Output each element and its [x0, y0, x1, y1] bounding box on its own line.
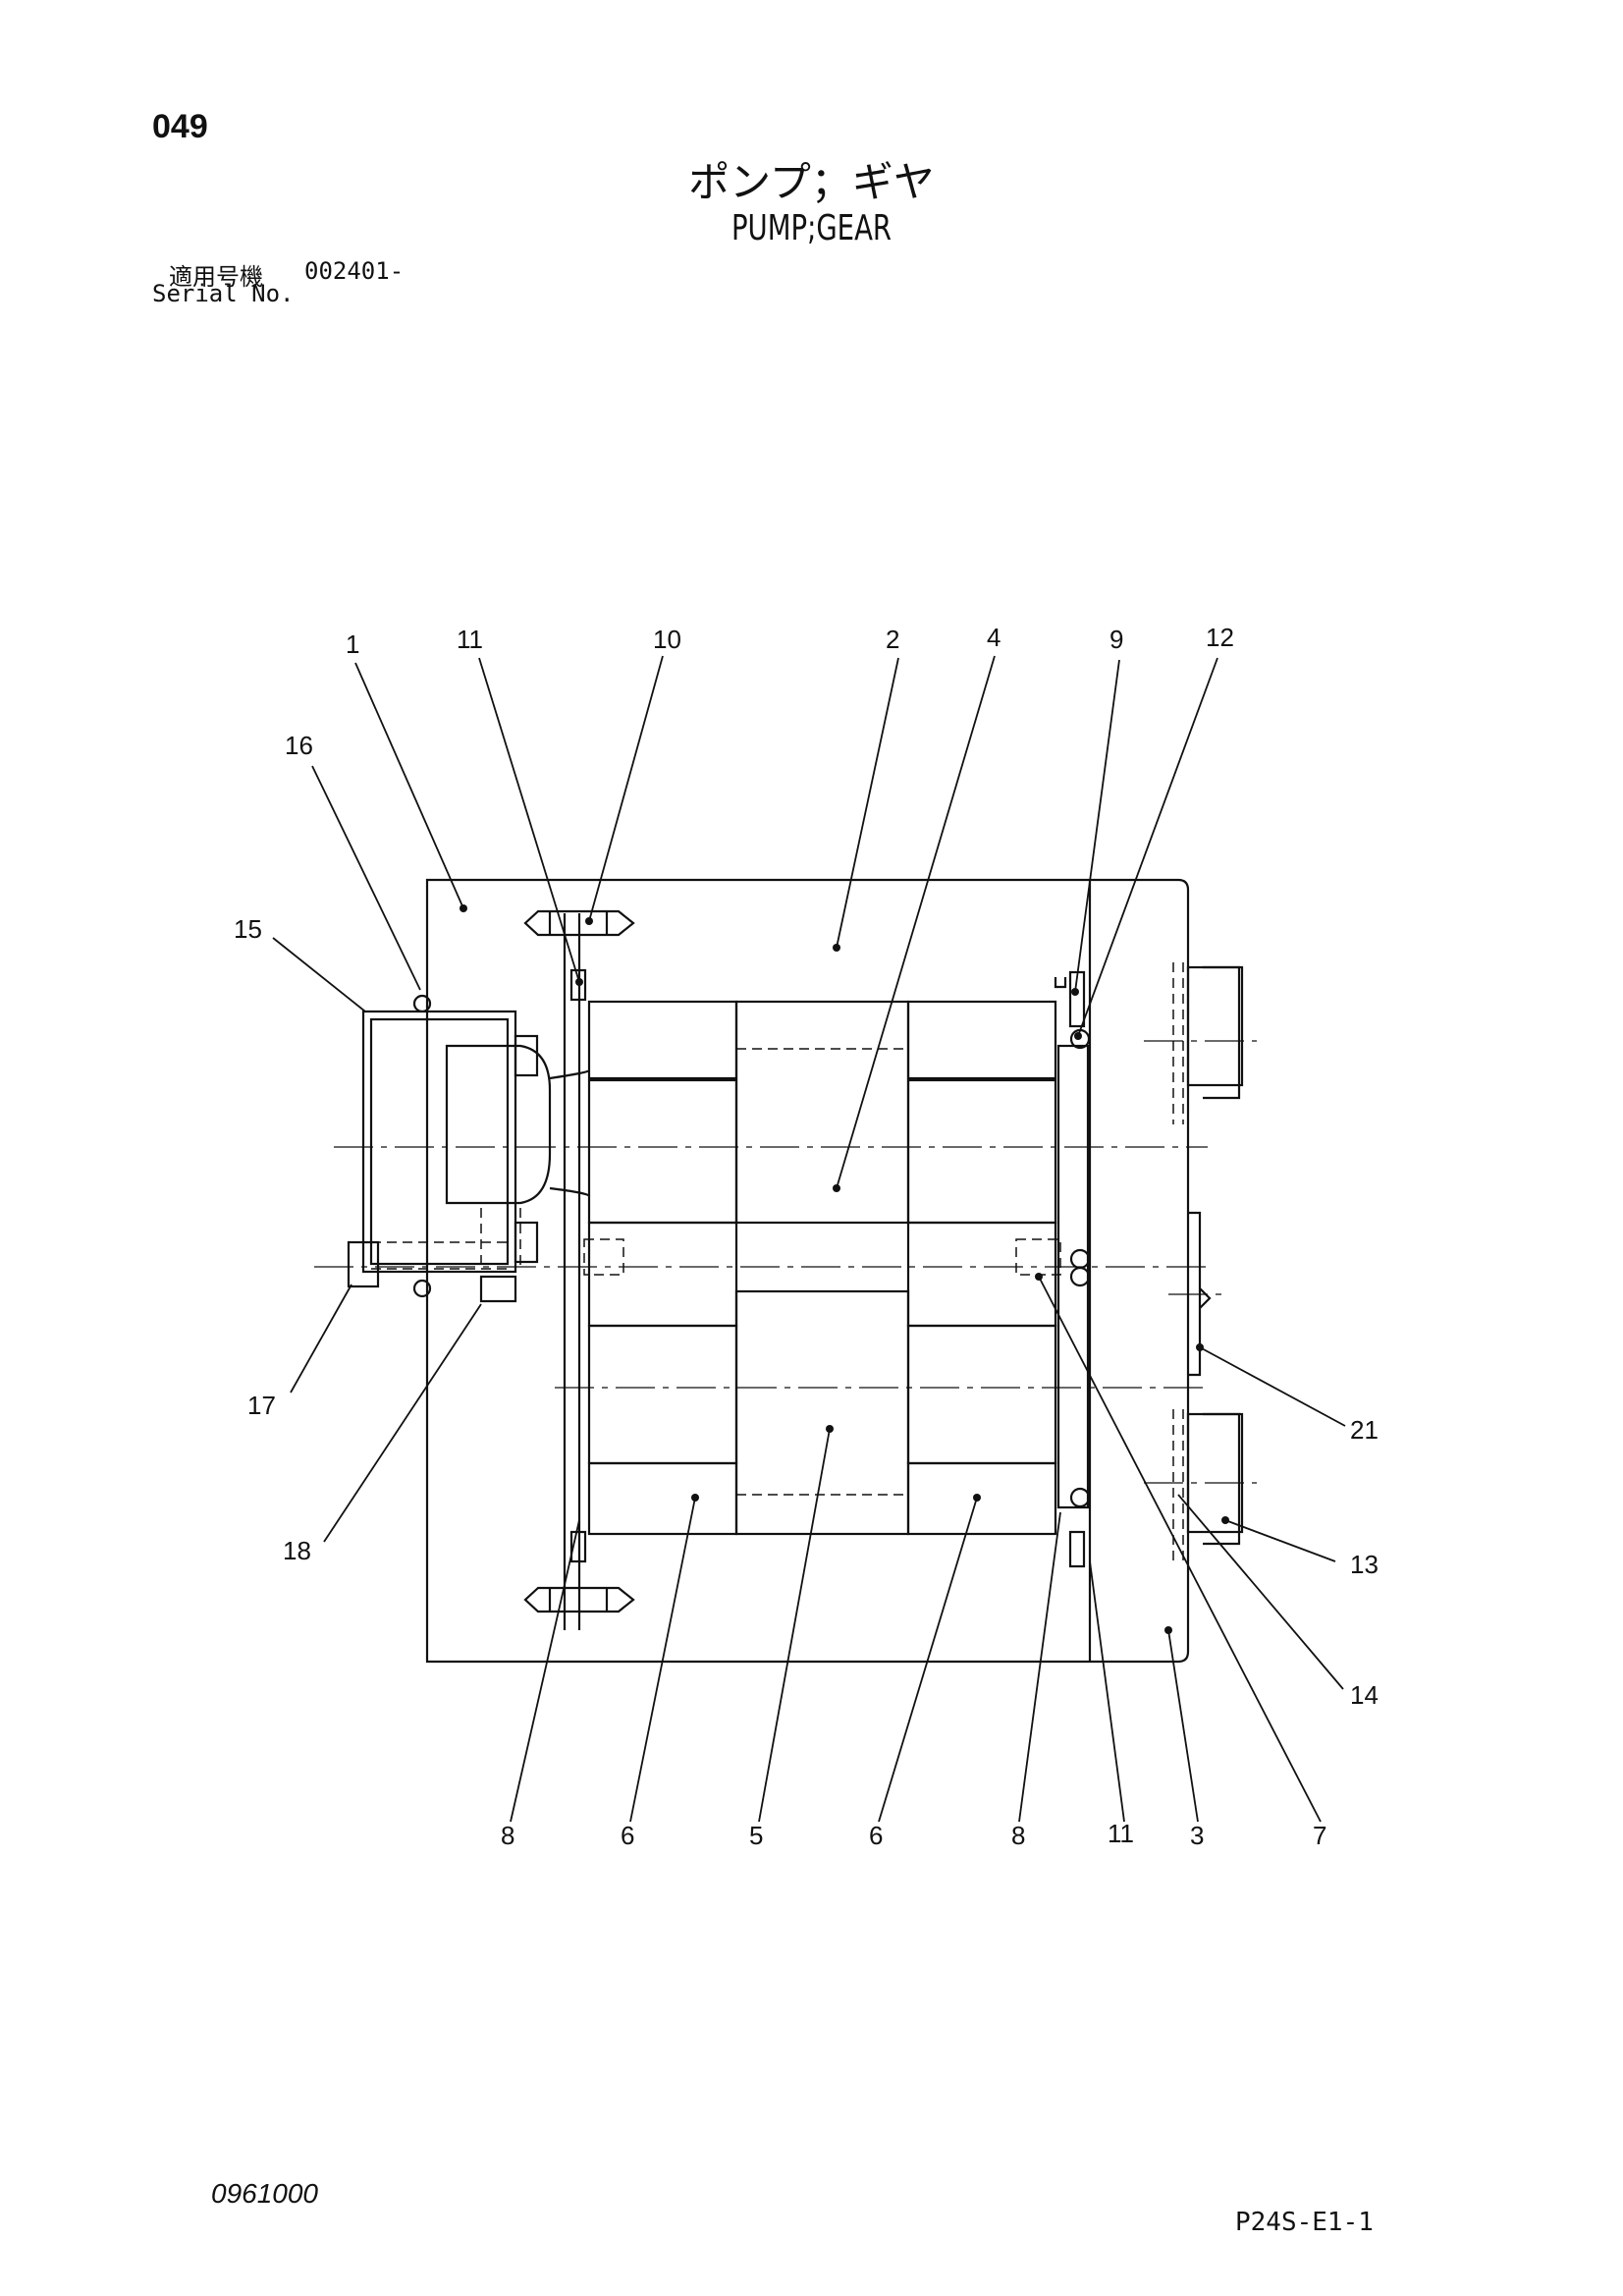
callout-6-right: 6	[869, 1821, 883, 1850]
sheet-code: P24S-E1-1	[1235, 2208, 1374, 2237]
pump-body-drawing	[347, 878, 1244, 1664]
title-english: PUMP;GEAR	[730, 208, 893, 248]
callout-6-left: 6	[621, 1821, 634, 1850]
callout-3: 3	[1190, 1821, 1204, 1850]
serial-label-japanese: 適用号機	[169, 263, 263, 291]
callout-8-left: 8	[501, 1821, 514, 1850]
callout-18: 18	[283, 1536, 311, 1565]
serial-label-english: Serial No.	[152, 280, 295, 307]
callout-5: 5	[749, 1821, 763, 1850]
callout-8-right: 8	[1011, 1821, 1025, 1850]
callout-1: 1	[346, 629, 359, 659]
callout-7: 7	[1313, 1821, 1326, 1850]
callout-2: 2	[886, 625, 899, 654]
callout-labels: 1 11 10 2 4 9 12 16 15 17 18 21 13 14 8 …	[234, 623, 1379, 1850]
callout-14: 14	[1350, 1680, 1379, 1710]
callout-11-top: 11	[457, 625, 483, 654]
callout-15: 15	[234, 914, 262, 944]
callout-17: 17	[247, 1391, 276, 1420]
callout-12: 12	[1206, 623, 1234, 652]
leader-lines	[272, 655, 1346, 1823]
serial-number-value: 002401-	[304, 257, 405, 285]
drawing-code: 0961000	[211, 2178, 319, 2209]
leader-arrowheads	[460, 904, 1229, 1634]
callout-16: 16	[285, 731, 313, 760]
callout-21: 21	[1350, 1415, 1379, 1445]
center-lines	[314, 1040, 1257, 1484]
callout-13: 13	[1350, 1550, 1379, 1579]
callout-9: 9	[1109, 625, 1123, 654]
title-japanese: ポンプ；ギヤ	[688, 158, 935, 206]
page-number: 049	[152, 108, 208, 145]
callout-4: 4	[987, 623, 1001, 652]
callout-10: 10	[653, 625, 681, 654]
callout-11-bottom: 11	[1108, 1819, 1134, 1848]
hidden-lines	[371, 962, 1184, 1566]
